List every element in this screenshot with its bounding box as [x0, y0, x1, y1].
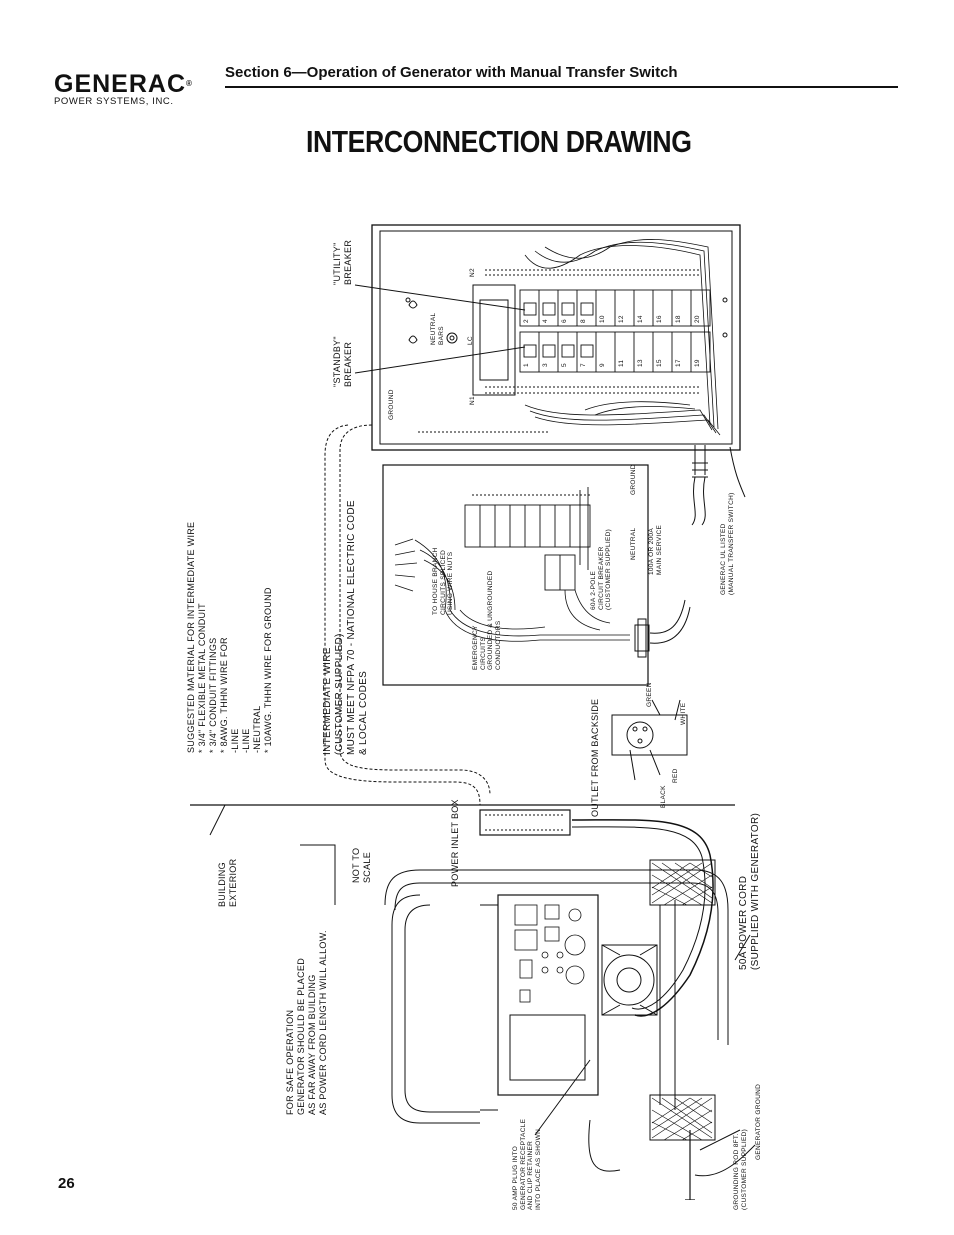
generator-ground-label: GENERATOR GROUND	[755, 1083, 762, 1160]
white-wire-label: WHITE	[680, 702, 687, 725]
page-title: INTERCONNECTION DRAWING	[306, 124, 692, 159]
generator	[384, 859, 729, 1141]
breaker-number-19: 19	[694, 359, 701, 367]
neutral-bars-label: NEUTRAL BARS	[430, 312, 445, 345]
suggested-material-note: SUGGESTED MATERIAL FOR INTERMEDIATE WIRE…	[186, 521, 273, 753]
lc-label: LC	[467, 336, 474, 345]
to-house-circuits-label: TO HOUSE BRANCH CIRCUITS SPLICED USING W…	[432, 547, 454, 615]
page-number: 26	[58, 1175, 75, 1192]
section-title: Section 6—Operation of Generator with Ma…	[225, 64, 678, 81]
ground-panel-label: GROUND	[630, 464, 637, 495]
black-wire-label: BLACK	[660, 785, 667, 808]
generac-logo: GENERAC® POWER SYSTEMS, INC.	[54, 70, 204, 108]
breaker-number-6: 6	[561, 319, 568, 323]
breaker-number-18: 18	[675, 315, 682, 323]
neutral-panel-label: NEUTRAL	[630, 527, 637, 560]
intermediate-wire-note: INTERMEDIATE WIRE (CUSTOMER SUPPLIED) MU…	[322, 500, 369, 755]
outlet-backside	[611, 699, 688, 781]
transfer-switch-enclosure	[354, 224, 746, 526]
power-cord-label: 50A POWER CORD (SUPPLIED WITH GENERATOR)	[738, 812, 761, 970]
breaker-number-12: 12	[618, 315, 625, 323]
generac-ul-label: GENERAC UL LISTED (MANUAL TRANSFER SWITC…	[720, 492, 735, 595]
breaker-60a-label: 60A 2-POLE CIRCUIT BREAKER (CUSTOMER SUP…	[590, 528, 612, 610]
header-rule	[225, 86, 898, 88]
interconnection-diagram: SUGGESTED MATERIAL FOR INTERMEDIATE WIRE…	[180, 215, 762, 1210]
plug-note: 50 AMP PLUG INTO GENERATOR RECEPTACLE AN…	[512, 1118, 542, 1210]
brand-name: GENERAC	[54, 70, 187, 98]
safe-operation-note: FOR SAFE OPERATION GENERATOR SHOULD BE P…	[285, 930, 328, 1115]
standby-breaker-label: "STANDBY" BREAKER	[332, 336, 353, 387]
outlet-backside-label: OUTLET FROM BACKSIDE	[590, 698, 600, 817]
breaker-number-9: 9	[599, 363, 606, 367]
breaker-number-14: 14	[637, 315, 644, 323]
breaker-number-7: 7	[580, 363, 587, 367]
power-inlet-box	[479, 809, 571, 836]
n1-label: N1	[469, 396, 476, 405]
utility-breaker-label: "UTILITY" BREAKER	[332, 239, 353, 285]
n2-label: N2	[469, 268, 476, 277]
breaker-number-2: 2	[523, 319, 530, 323]
main-service-label: 100A OR 200A MAIN SERVICE	[648, 524, 663, 575]
breaker-number-13: 13	[637, 359, 644, 367]
breaker-number-5: 5	[561, 363, 568, 367]
breaker-number-10: 10	[599, 315, 606, 323]
breaker-number-8: 8	[580, 319, 587, 323]
breaker-number-4: 4	[542, 319, 549, 323]
breaker-number-3: 3	[542, 363, 549, 367]
main-service-panel	[382, 464, 691, 686]
breaker-number-16: 16	[656, 315, 663, 323]
breaker-number-20: 20	[694, 315, 701, 323]
breaker-number-1: 1	[523, 363, 530, 367]
breaker-number-17: 17	[675, 359, 682, 367]
emergency-circuits-label: EMERGENCY CIRCUITS GROUNDED & UNGROUNDED…	[472, 570, 502, 670]
registered-mark: ®	[186, 79, 193, 88]
green-wire-label: GREEN	[646, 682, 653, 707]
red-wire-label: RED	[672, 768, 679, 783]
breaker-number-11: 11	[618, 359, 625, 367]
power-inlet-box-label: POWER INLET BOX	[450, 799, 460, 887]
grounding-rod-label: GROUNDING ROD 8FT. (CUSTOMER SUPPLIED)	[733, 1128, 748, 1210]
brand-subtitle: POWER SYSTEMS, INC.	[54, 96, 174, 107]
ground-label: GROUND	[388, 389, 395, 420]
building-exterior-label: BUILDING EXTERIOR	[217, 858, 238, 907]
breaker-number-15: 15	[656, 359, 663, 367]
not-to-scale-label: NOT TO SCALE	[351, 847, 372, 883]
